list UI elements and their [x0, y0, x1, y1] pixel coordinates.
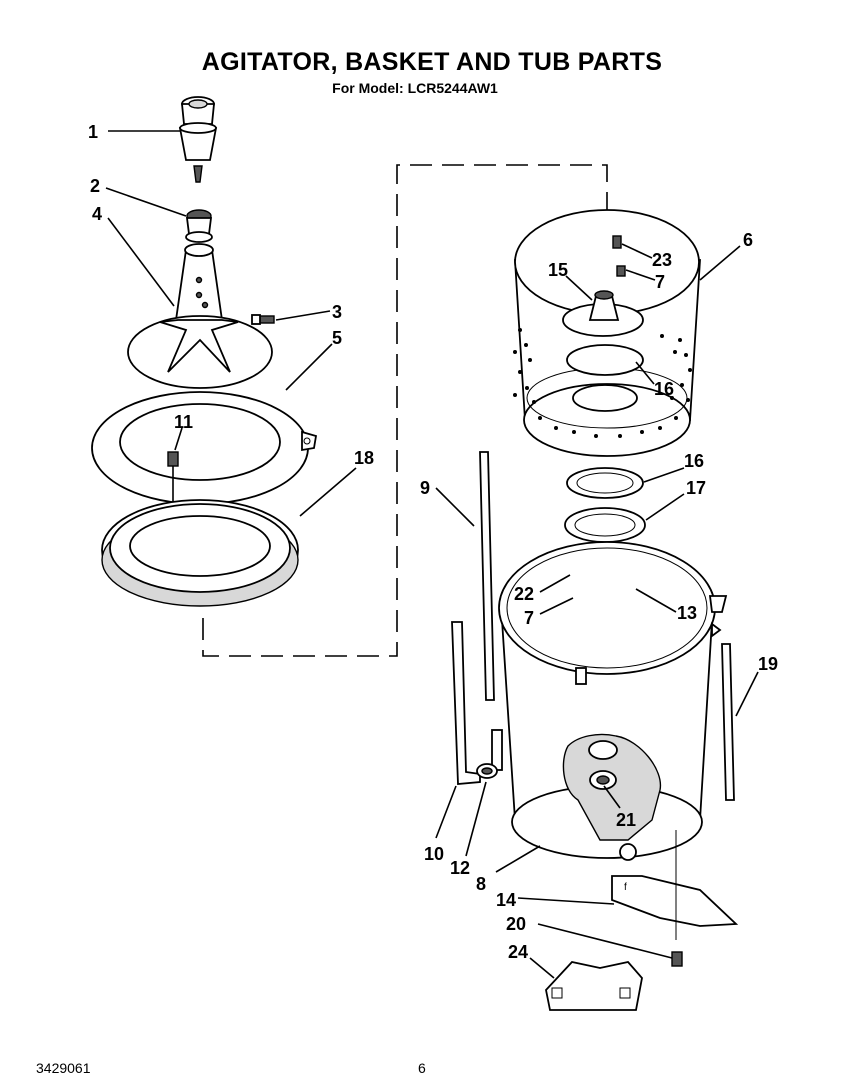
callout-10: 10: [424, 844, 444, 864]
part-screw-3: [251, 314, 275, 325]
callout-8: 8: [476, 874, 486, 894]
part-balance-ring: [91, 391, 318, 505]
callout-16-lower: 16: [684, 451, 704, 471]
callout-13: 13: [677, 603, 697, 623]
part-outer-tub: [498, 541, 728, 861]
model-subtitle: For Model: LCR5244AW1: [332, 80, 498, 96]
callout-22: 22: [514, 584, 534, 604]
part-tub-ring-17: [564, 507, 646, 543]
document-number: 3429061: [36, 1060, 91, 1076]
callout-4: 4: [92, 204, 102, 224]
part-agitator-cap: [178, 96, 218, 183]
callout-7-bottom: 7: [524, 608, 534, 628]
assembly-dashed-line: [202, 164, 608, 657]
part-bracket-24: [545, 961, 643, 1011]
callout-18: 18: [354, 448, 374, 468]
callout-3: 3: [332, 302, 342, 322]
leader-lines: [105, 130, 759, 979]
callout-7-top: 7: [655, 272, 665, 292]
callout-5: 5: [332, 328, 342, 348]
part-drain-hose-10: [451, 621, 481, 785]
svg-text:f: f: [624, 882, 627, 893]
part-seal-ring-16: [566, 467, 644, 499]
callout-9: 9: [420, 478, 430, 498]
callout-6: 6: [743, 230, 753, 250]
callout-14: 14: [496, 890, 516, 910]
callout-17: 17: [686, 478, 706, 498]
callout-12: 12: [450, 858, 470, 878]
callout-2: 2: [90, 176, 100, 196]
page-number: 6: [418, 1060, 426, 1076]
part-drive-bell: [185, 209, 213, 243]
part-shield-14: f: [611, 830, 739, 940]
part-agitator: [127, 243, 273, 389]
callout-23: 23: [652, 250, 672, 270]
callout-1: 1: [88, 122, 98, 142]
part-wash-basket: [513, 209, 701, 457]
callout-20: 20: [506, 914, 526, 934]
part-fitting-12: [476, 729, 503, 779]
callout-11: 11: [174, 412, 193, 432]
callout-16-upper: 16: [654, 379, 674, 399]
part-strap-19: [721, 643, 735, 801]
callout-21: 21: [616, 810, 636, 830]
callout-19: 19: [758, 654, 778, 674]
callout-15: 15: [548, 260, 568, 280]
part-screw-20: [671, 951, 683, 967]
callout-24: 24: [508, 942, 528, 962]
part-hub-ring: [101, 499, 299, 607]
part-hose-9: [479, 451, 495, 701]
page-title: AGITATOR, BASKET AND TUB PARTS: [201, 48, 663, 76]
